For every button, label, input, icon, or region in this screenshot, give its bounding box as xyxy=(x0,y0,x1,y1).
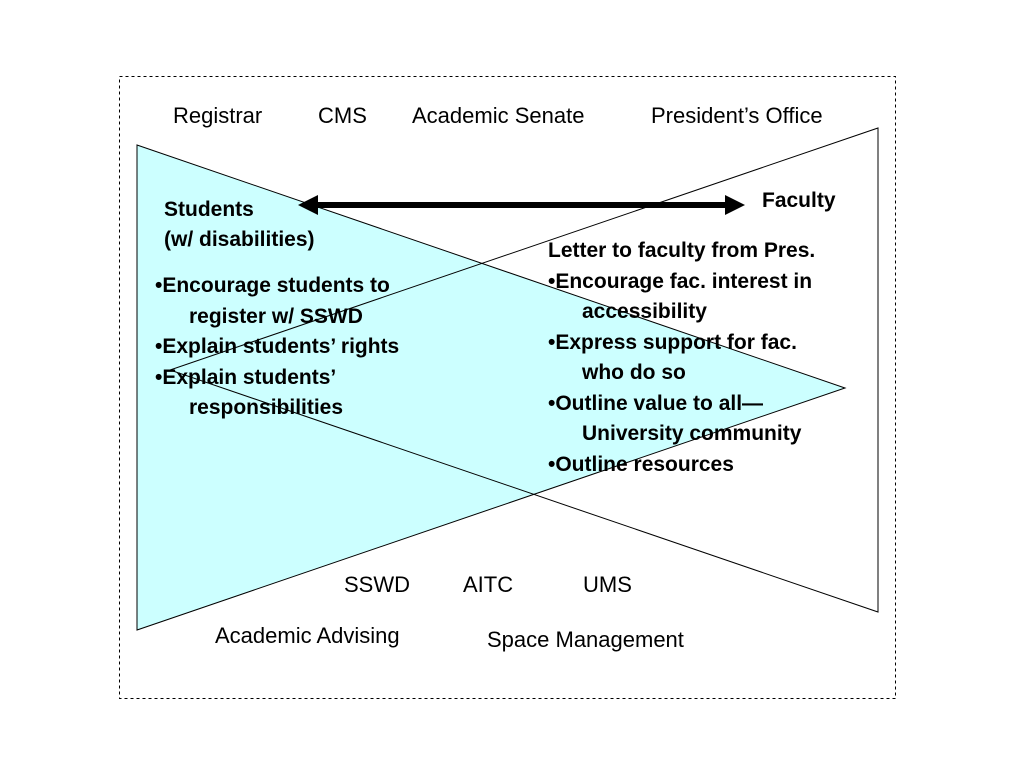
faculty-bullet-4: •Outline resources xyxy=(548,452,734,476)
label-ums: UMS xyxy=(583,572,632,597)
faculty-title: Faculty xyxy=(762,189,836,212)
arrowhead-right xyxy=(725,195,745,215)
students-bullet-1: •Encourage students to xyxy=(155,274,390,297)
faculty-bullet-3-cont: University community xyxy=(582,422,802,445)
faculty-bullet-2-cont: who do so xyxy=(582,361,686,384)
faculty-bullet-1-cont: accessibility xyxy=(582,300,707,323)
arrowhead-left xyxy=(298,195,318,215)
label-presidents-office: President’s Office xyxy=(651,103,823,128)
students-bullet-2: •Explain students’ rights xyxy=(155,335,400,358)
students-subtitle: (w/ disabilities) xyxy=(164,228,315,251)
label-registrar: Registrar xyxy=(173,103,263,128)
label-space-management: Space Management xyxy=(487,627,684,652)
label-sswd: SSWD xyxy=(344,572,410,597)
students-title: Students xyxy=(164,198,254,221)
students-bullets: •Encourage students to register w/ SSWD … xyxy=(155,271,399,424)
faculty-heading: Letter to faculty from Pres. xyxy=(548,239,816,262)
faculty-bullet-2: •Express support for fac. xyxy=(548,330,797,354)
students-bullet-3: •Explain students’ xyxy=(155,365,337,389)
faculty-bullets: Letter to faculty from Pres. •Encourage … xyxy=(548,236,815,480)
label-academic-advising: Academic Advising xyxy=(215,623,400,648)
faculty-triangle xyxy=(168,127,879,613)
students-bullet-1-cont: register w/ SSWD xyxy=(189,304,363,328)
label-academic-senate: Academic Senate xyxy=(412,103,585,128)
label-cms: CMS xyxy=(318,103,367,128)
faculty-bullet-1: •Encourage fac. interest in xyxy=(548,269,813,293)
student-triangle xyxy=(136,144,847,631)
students-bullet-3-cont: responsibilities xyxy=(189,396,344,419)
faculty-bullet-3: •Outline value to all— xyxy=(548,391,764,415)
label-aitc: AITC xyxy=(463,572,514,597)
dashed-frame xyxy=(119,76,896,699)
